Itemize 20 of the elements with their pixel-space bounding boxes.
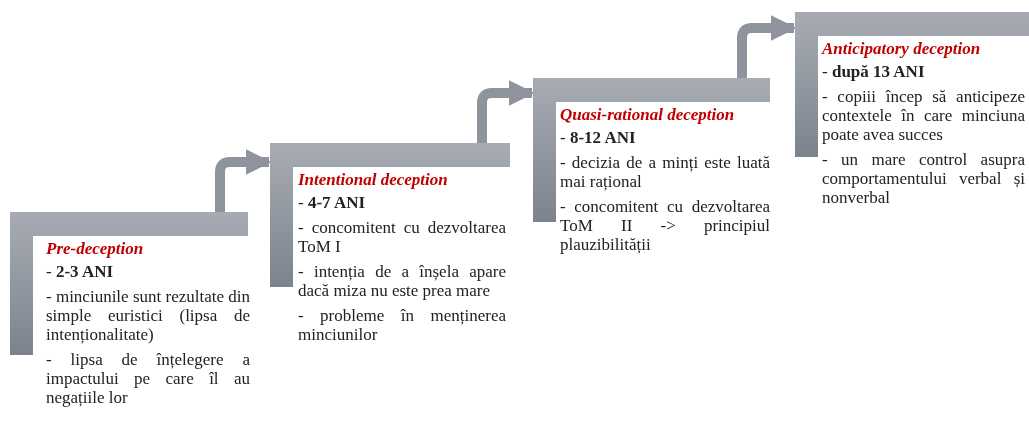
description-text: - minciunile sunt rezultate din simple euristici (lipsa de intenționalitate) xyxy=(46,287,250,344)
stage-title: Intentional deception xyxy=(298,170,449,189)
bent-arrow xyxy=(477,80,535,143)
age-range: - după 13 ANI xyxy=(822,62,926,81)
description-text: - intenția de a înșela apare dacă miza nu este prea mare xyxy=(298,262,506,300)
description-text: - lipsa de înțelegere a impactului pe care îl au negațiile lor xyxy=(46,350,250,407)
description-text: - decizia de a minți este luată mai rațional xyxy=(560,153,770,191)
stage-title: Anticipatory deception xyxy=(822,39,982,58)
age-range: - 4-7 ANI xyxy=(298,193,367,212)
bent-arrow xyxy=(737,15,797,78)
bent-arrow xyxy=(215,149,272,212)
age-range: - 2-3 ANI xyxy=(46,262,115,281)
age-range: - 8-12 ANI xyxy=(560,128,637,147)
description-text: - probleme în menținerea minciunilor xyxy=(298,306,506,344)
stage-title: Quasi-rational deception xyxy=(560,105,736,124)
description-text: - un mare control asupra comportamentului verbal și nonverbal xyxy=(822,150,1025,207)
description-text: - copiii încep să anticipeze contextele în care minciuna poate avea succes xyxy=(822,87,1025,144)
description-text: - concomitent cu dezvoltarea ToM I xyxy=(298,218,506,256)
stage-title: Pre-deception xyxy=(46,239,145,258)
description-text: - concomitent cu dezvoltarea ToM II -> principiul plauzibilității xyxy=(560,197,770,254)
